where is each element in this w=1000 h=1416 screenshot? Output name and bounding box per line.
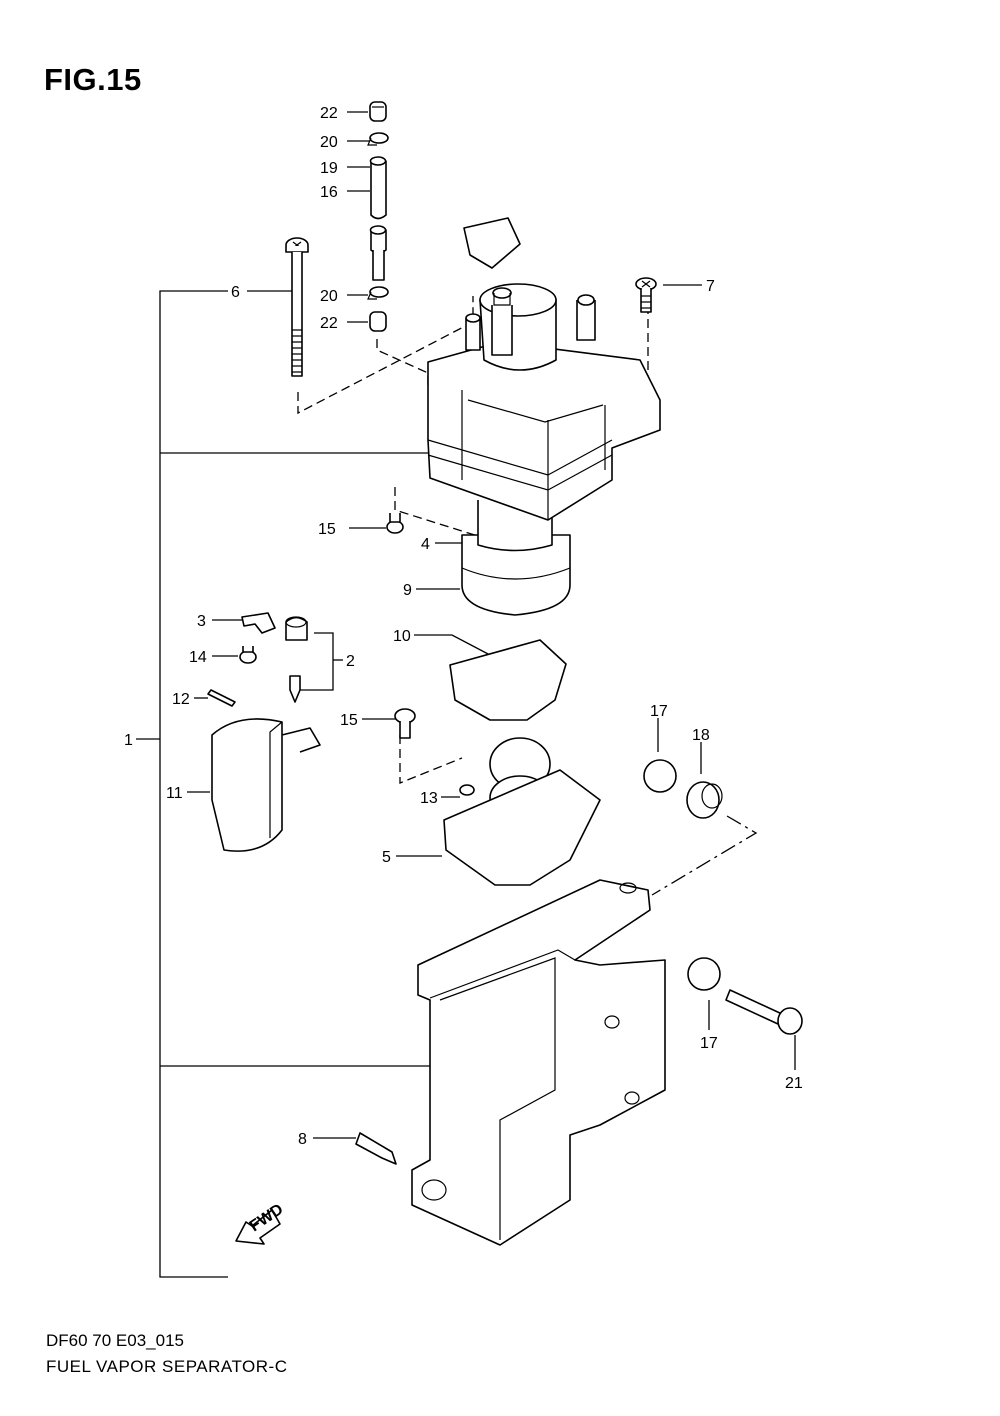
part-hose-19-16: [369, 156, 387, 281]
part-bolt-21: [725, 989, 803, 1035]
callout-13: 13: [420, 790, 438, 807]
callout-labels: 22 20 19 16 6 7 20 22 15 4 9 3 14 2 10 1…: [124, 105, 803, 1148]
part-needle-valve-2: [285, 616, 308, 703]
part-gasket-10: [449, 639, 567, 721]
callout-20-bottom: 20: [320, 288, 338, 305]
callout-14: 14: [189, 649, 207, 666]
part-screw-15-upper: [386, 513, 404, 534]
callout-6: 6: [231, 284, 240, 301]
part-float-11: [211, 718, 321, 852]
callout-21: 21: [785, 1075, 803, 1092]
part-float-arm-3: [241, 612, 276, 634]
callout-17-lower: 17: [700, 1035, 718, 1052]
callout-22-bottom: 22: [320, 315, 338, 332]
callout-2: 2: [346, 653, 355, 670]
callout-17-upper: 17: [650, 703, 668, 720]
part-bolt-6: [285, 237, 309, 377]
callout-4: 4: [421, 536, 430, 553]
model-code: DF60 70 E03_015: [46, 1331, 184, 1350]
callout-16: 16: [320, 184, 338, 201]
leader-lines: [136, 111, 796, 1278]
part-collar-18: [686, 781, 723, 819]
callout-7: 7: [706, 278, 715, 295]
part-screw-7: [635, 277, 657, 313]
callout-19: 19: [320, 160, 338, 177]
section-name: FUEL VAPOR SEPARATOR-C: [46, 1357, 288, 1376]
callout-15-lower: 15: [340, 712, 358, 729]
part-cap-22-top: [369, 101, 387, 122]
part-grommet-17-lower: [687, 957, 721, 991]
fwd-arrow-icon: FWD: [235, 1201, 286, 1245]
part-clip-20-bottom: [367, 286, 389, 300]
callout-12: 12: [172, 691, 190, 708]
figure-title: FIG.15: [44, 62, 142, 97]
callout-15-upper: 15: [318, 521, 336, 538]
part-pin-12: [207, 689, 236, 707]
callout-3: 3: [197, 613, 206, 630]
callout-22-top: 22: [320, 105, 338, 122]
part-cap-22-bottom: [369, 311, 387, 332]
callout-10: 10: [393, 628, 411, 645]
callout-20-top: 20: [320, 134, 338, 151]
callout-11: 11: [166, 785, 183, 802]
part-pump-body-4-9: [427, 217, 661, 616]
callout-18: 18: [692, 727, 710, 744]
part-screw-14: [239, 646, 257, 664]
callout-5: 5: [382, 849, 391, 866]
callout-9: 9: [403, 582, 412, 599]
part-lower-housing: [411, 879, 666, 1246]
part-gasket-5: [443, 769, 601, 886]
part-clip-20-top: [367, 132, 389, 146]
part-screw-15-lower: [394, 708, 416, 739]
part-screw-8: [355, 1132, 397, 1165]
callout-8: 8: [298, 1131, 307, 1148]
part-grommet-17-upper: [643, 759, 677, 793]
callout-1: 1: [124, 732, 133, 749]
